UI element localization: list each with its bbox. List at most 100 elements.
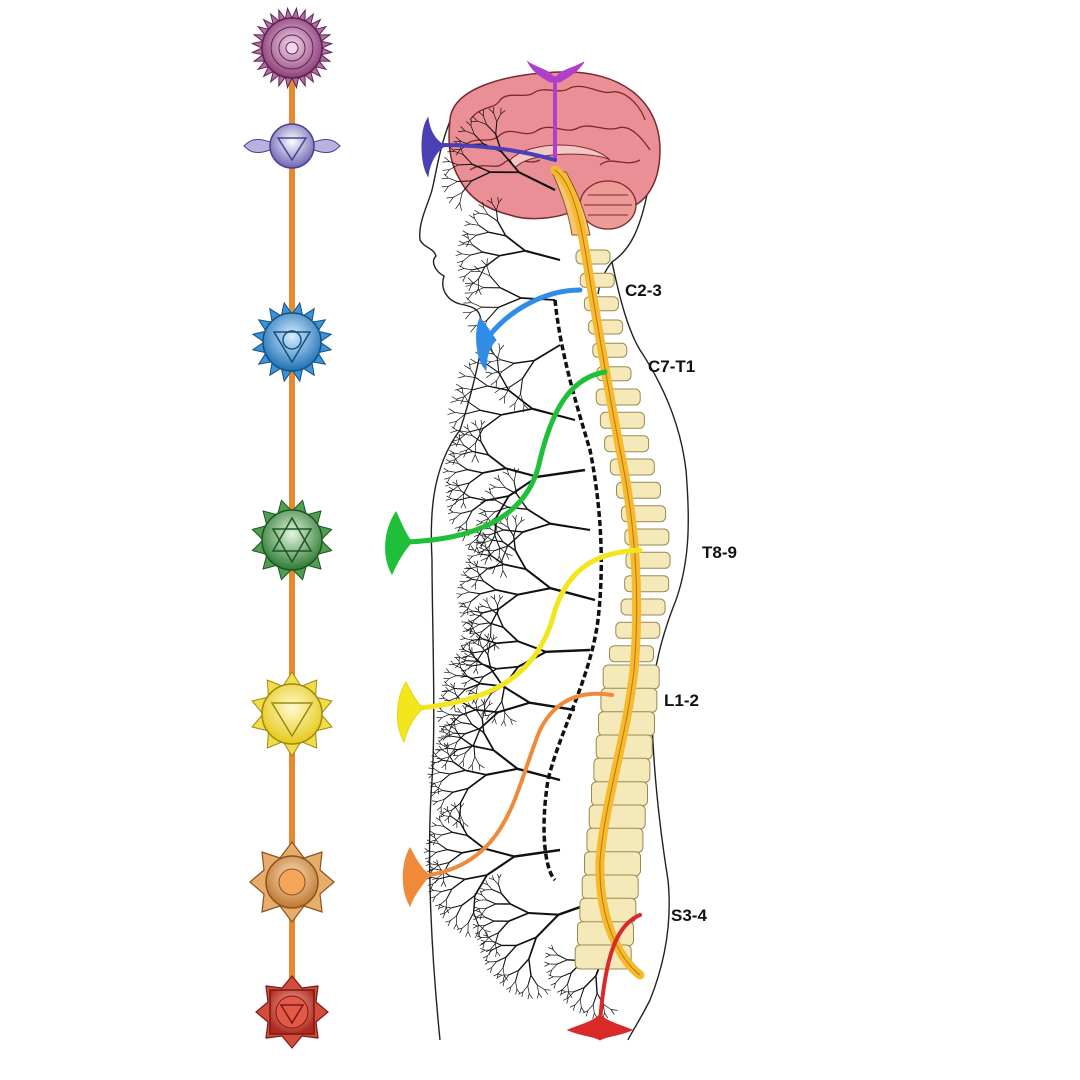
nerve-branch [500,151,520,173]
nerve-branch [466,675,482,685]
nerve-branch [439,731,445,733]
nerve-branch [460,260,464,268]
nerve-branch [458,433,465,437]
nerve-branch [455,806,460,814]
nerve-branch [469,496,486,502]
nerve-branch [437,717,443,723]
nerve-branch [427,869,433,873]
nerve-branch [437,904,441,910]
nerve-branch [427,883,434,886]
nerve-branch [468,362,471,370]
nerve-branch [436,786,443,791]
nerve-branch [454,664,462,669]
chakra-petal-spikes [250,6,334,90]
nerve-branch [555,976,562,984]
nerve-branch [478,224,489,233]
nerve-branch [433,788,439,793]
nerve-branch [465,220,471,225]
nerve-branch [485,880,488,885]
nerve-branch [434,891,442,897]
nerve-branch [455,663,460,669]
nerve-branch [466,577,472,583]
nerve-branch [453,452,462,455]
nerve-branch [462,760,465,767]
nerve-branch [486,258,488,266]
nerve-branch [450,461,459,464]
nerve-branch [449,449,454,454]
nerve-branch [458,760,464,766]
nerve-branch [516,988,521,995]
nerve-branch [545,648,591,654]
nerve-branch [472,244,483,253]
nerve-branch [447,747,458,751]
nerve-branch [482,202,484,208]
nerve-branch [466,715,473,725]
nerve-branch [431,755,437,757]
nerve-branch [449,472,457,478]
nerve-branch [439,815,445,818]
nerve-branch [457,587,464,589]
nerve-branch [454,412,466,415]
nerve-branch [529,701,576,712]
nerve-branch [440,881,444,887]
nerve-branch [459,603,464,608]
nerve-branch [479,424,483,432]
nerve-branch [496,956,507,963]
nerve-branch [486,855,516,876]
nerve-branch [457,482,470,487]
nerve-branch [550,522,591,532]
nerve-branch [452,481,458,486]
nerve-branch [469,633,475,638]
nerve-branch [488,932,499,938]
nerve-branch [463,608,468,613]
nerve-branch [431,842,439,845]
nerve-branch [442,470,449,474]
nerve-branch [475,522,483,526]
nerve-branch [476,560,479,566]
nerve-branch [486,373,493,378]
nerve-branch [491,875,495,880]
nerve-branch [489,622,504,628]
chakra-petal-spikes [251,301,333,383]
nerve-branch [487,511,495,520]
nerve-branch [489,483,496,488]
nerve-branch [461,894,476,906]
nerve-branch [467,623,473,627]
nerve-branch [530,974,538,986]
nerve-branch [537,992,539,999]
nerve-branch [438,707,443,712]
nerve-branch [497,873,500,879]
nerve-branch [467,628,473,630]
nerve-branch [482,643,488,649]
nerve-branch [441,727,445,733]
nerve-branch [454,687,466,690]
nerve-branch [479,508,486,512]
nerve-branch [461,180,473,193]
nerve-branch [566,997,569,1004]
nerve-branch [448,749,459,758]
nerve-branch [483,608,500,614]
nerve-branch [487,884,493,890]
nerve-branch [458,130,466,132]
nerve-branch [446,742,449,747]
nerve-branch [446,688,455,692]
nerve-branch [433,752,438,757]
nerve-branch [484,539,486,547]
nerve-branch [514,393,521,404]
nerve-branch [475,931,480,935]
nerve-branch [441,888,453,893]
nerve-branch [468,692,475,695]
nerve-branch [494,644,500,649]
nerve-branch [468,555,473,561]
nerve-branch [521,991,524,998]
nerve-branch [504,712,511,720]
sacral-nerve-ending [402,846,431,908]
nerve-branch [510,903,530,914]
nerve-branch [528,993,533,999]
nerve-branch [471,764,474,771]
nerve-branch [468,234,477,242]
nerve-branch [549,970,552,976]
nerve-branch [498,372,510,391]
nerve-branch [579,1007,582,1014]
